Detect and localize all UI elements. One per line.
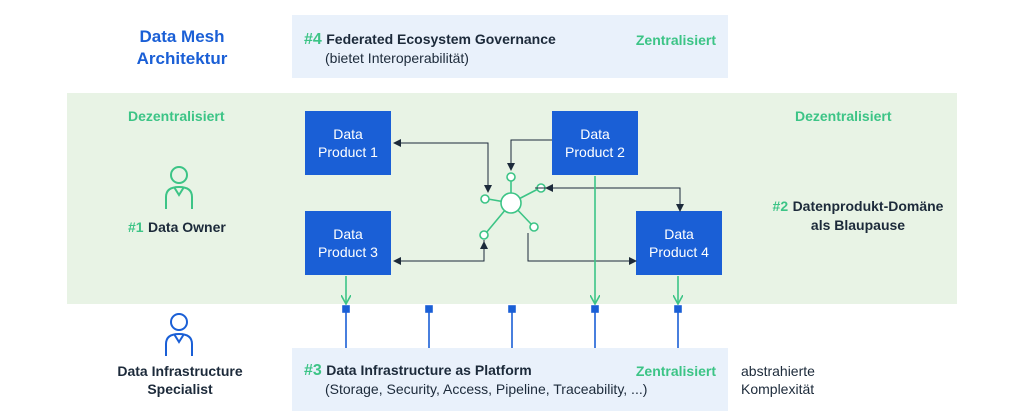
domain-number: #2 bbox=[772, 198, 789, 214]
link-product-2-hub bbox=[507, 139, 552, 171]
domain-line-1: Datenprodukt-Domäne bbox=[792, 198, 944, 214]
product-3-line-2: Product 3 bbox=[318, 244, 378, 260]
data-owner-person-icon bbox=[165, 166, 193, 209]
product-links bbox=[393, 139, 684, 265]
governance-box: #4 Federated Ecosystem Governance (biete… bbox=[292, 15, 728, 78]
specialist-label: Data Infrastructure Specialist bbox=[105, 362, 255, 398]
link-product-1-hub bbox=[394, 142, 492, 193]
platform-subtitle: (Storage, Security, Access, Pipeline, Tr… bbox=[325, 381, 648, 397]
data-owner-number: #1 bbox=[128, 219, 144, 235]
product-1-line-1: Data bbox=[333, 126, 363, 142]
complexity-line-2: Komplexität bbox=[741, 381, 815, 397]
specialist-line-2: Specialist bbox=[147, 381, 213, 397]
platform-pins bbox=[342, 305, 682, 348]
platform-number: #3 bbox=[304, 362, 322, 379]
product-2-line-2: Product 2 bbox=[565, 144, 625, 160]
data-owner-label: #1 Data Owner bbox=[128, 218, 226, 237]
product-1-line-2: Product 1 bbox=[318, 144, 378, 160]
domain-left-status: Dezentralisiert bbox=[128, 108, 225, 124]
governance-subtitle: (bietet Interoperabilität) bbox=[325, 50, 469, 66]
hub-network-icon bbox=[479, 172, 546, 240]
platform-heading: #3 Data Infrastructure as Platform bbox=[304, 362, 532, 380]
complexity-label: abstrahierte Komplexität bbox=[741, 362, 815, 398]
diagram-title: Data Mesh Architektur bbox=[112, 26, 252, 70]
governance-number: #4 bbox=[304, 31, 322, 48]
data-owner-text: Data Owner bbox=[148, 219, 226, 235]
domain-line-2: als Blaupause bbox=[810, 217, 906, 233]
complexity-line-1: abstrahierte bbox=[741, 363, 815, 379]
link-hub-product-1 bbox=[393, 139, 489, 192]
diagram-title-line-2: Architektur bbox=[136, 49, 228, 68]
link-hub-product-4-lower bbox=[527, 233, 637, 265]
product-3-line-1: Data bbox=[333, 226, 363, 242]
link-hub-product-3 bbox=[393, 240, 485, 265]
platform-status: Zentralisiert bbox=[635, 363, 716, 379]
specialist-line-1: Data Infrastructure bbox=[117, 363, 243, 379]
specialist-person-icon bbox=[165, 313, 193, 356]
link-product-3-hub bbox=[394, 241, 488, 262]
platform-box: #3 Data Infrastructure as Platform (Stor… bbox=[292, 348, 728, 411]
product-2-line-1: Data bbox=[580, 126, 610, 142]
diagram-title-line-1: Data Mesh bbox=[139, 27, 225, 46]
platform-title: Data Infrastructure as Platform bbox=[326, 362, 532, 378]
domain-blueprint-label: #2 Datenprodukt-Domäne als Blaupause bbox=[758, 197, 958, 234]
link-hub-product-4 bbox=[535, 187, 684, 212]
domain-right-status: Dezentralisiert bbox=[795, 108, 892, 124]
governance-title: Federated Ecosystem Governance bbox=[326, 31, 556, 47]
platform-arrows bbox=[346, 176, 678, 304]
product-4-line-2: Product 4 bbox=[649, 244, 709, 260]
governance-status: Zentralisiert bbox=[635, 32, 716, 48]
product-4-line-1: Data bbox=[664, 226, 694, 242]
governance-heading: #4 Federated Ecosystem Governance bbox=[304, 31, 556, 49]
